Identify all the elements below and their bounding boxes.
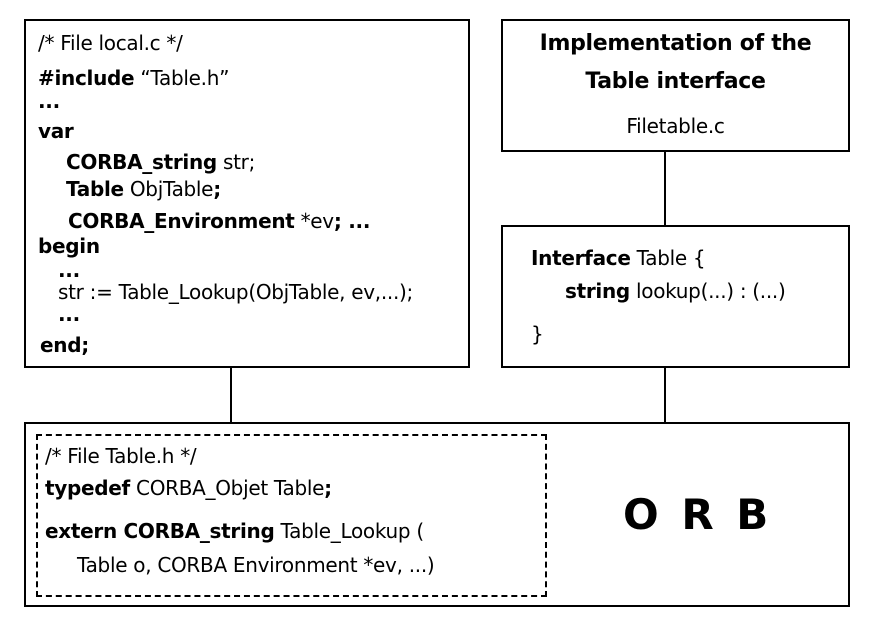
table-header-file-box: /* File Table.h */ typedef CORBA_Objet T… [36,434,547,597]
interface-keyword: Interface [531,246,631,270]
decl-env-type: CORBA_Environment [68,209,295,233]
ellipsis-3: ... [58,302,80,326]
implementation-title-1: Implementation of the [539,31,812,56]
orb-label: O R B [623,490,773,539]
typedef-line: typedef CORBA_Objet Table; [45,476,332,500]
lookup-call: str := Table_Lookup(ObjTable, ev,...); [58,280,413,304]
interface-method: string lookup(...) : (...) [565,279,786,303]
string-keyword: string [565,279,630,303]
client-comment: /* File local.c */ [38,31,183,55]
interface-close-brace: } [531,322,544,346]
interface-box: Interface Table { string lookup(...) : (… [501,225,850,368]
decl-env: CORBA_Environment *ev; ... [68,209,371,233]
connector-interface-to-orb [664,366,666,424]
decl-objtable: Table ObjTable; [66,177,221,201]
decl-objtable-type: Table [66,177,124,201]
begin-keyword: begin [38,234,100,258]
connector-impl-to-interface [664,150,666,227]
include-file: “Table.h” [134,66,230,90]
implementation-title-2: Table interface [585,69,766,94]
ellipsis-1: ... [38,89,60,113]
client-code-box: /* File local.c */ #include “Table.h” ..… [24,19,470,368]
implementation-box: Implementation of the Table interface Fi… [501,19,850,152]
header-comment: /* File Table.h */ [45,444,197,468]
typedef-keyword: typedef [45,476,130,500]
decl-str: CORBA_string str; [66,150,256,174]
connector-client-to-orb [230,366,232,424]
decl-str-type: CORBA_string [66,150,217,174]
extern-line: extern CORBA_string Table_Lookup ( [45,519,424,543]
orb-box: /* File Table.h */ typedef CORBA_Objet T… [24,422,850,607]
extern-keyword: extern CORBA_string [45,519,275,543]
include-line: #include “Table.h” [38,66,229,90]
interface-header: Interface Table { [531,246,706,270]
include-keyword: #include [38,66,135,90]
implementation-filename: Filetable.c [626,114,725,138]
end-keyword: end; [40,333,89,357]
ellipsis-2: ... [58,258,80,282]
extern-params: Table o, CORBA Environment *ev, ...) [77,553,435,577]
var-keyword: var [38,119,74,143]
